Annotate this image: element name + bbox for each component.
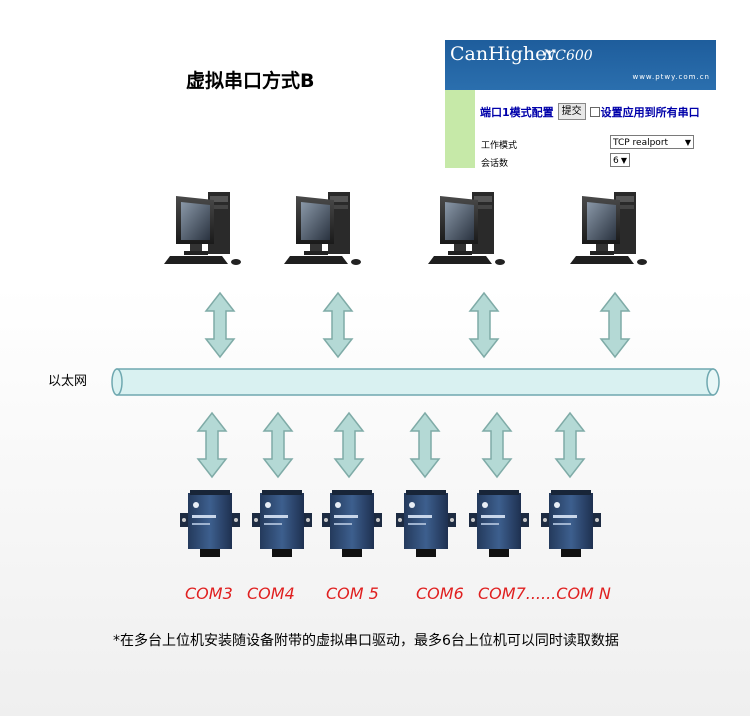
com-label: COM6 xyxy=(416,584,464,603)
device-nc601-6 xyxy=(541,490,601,557)
pc-3 xyxy=(428,192,505,265)
arrow-pc-1 xyxy=(205,292,235,358)
com-label: COM 5 xyxy=(326,584,379,603)
sessions-select[interactable]: 6 ▼ xyxy=(610,153,630,167)
footnote: *在多台上位机安装随设备附带的虚拟串口驱动，最多6台上位机可以同时读取数据 xyxy=(113,633,619,649)
chevron-down-icon: ▼ xyxy=(684,138,691,147)
apply-all-label: 设置应用到所有串口 xyxy=(600,105,700,119)
work-mode-value: TCP realport xyxy=(613,138,669,148)
work-mode-select[interactable]: TCP realport ▼ xyxy=(610,135,694,149)
arrow-pc-4 xyxy=(600,292,630,358)
pc-1 xyxy=(164,192,241,265)
device-nc601-2 xyxy=(252,490,312,557)
panel-header: CanHigher NC600 www.ptwy.com.cn xyxy=(445,40,716,90)
sessions-value: 6 xyxy=(613,156,619,166)
panel-side-strip xyxy=(445,90,475,168)
pc-2 xyxy=(284,192,361,265)
ethernet-bus xyxy=(111,368,720,396)
config-panel: CanHigher NC600 www.ptwy.com.cn 端口1模式配置 … xyxy=(445,40,716,169)
arrow-device-3 xyxy=(334,412,364,478)
pc-4 xyxy=(570,192,647,265)
device-nc601-4 xyxy=(396,490,456,557)
sessions-label: 会话数 xyxy=(481,159,509,169)
ethernet-label: 以太网 xyxy=(48,374,88,389)
arrow-pc-2 xyxy=(323,292,353,358)
arrow-device-4 xyxy=(410,412,440,478)
com-label: COM7......COM N xyxy=(478,584,611,603)
chevron-down-icon: ▼ xyxy=(620,156,627,165)
model-name: NC600 xyxy=(543,48,593,64)
com-label: COM4 xyxy=(247,584,295,603)
submit-button[interactable]: 提交 xyxy=(557,103,586,120)
arrow-device-5 xyxy=(482,412,512,478)
device-nc601-3 xyxy=(322,490,382,557)
config-row: 端口1模式配置 提交 设置应用到所有串口 xyxy=(480,103,700,120)
arrow-device-6 xyxy=(555,412,585,478)
page-title: 虚拟串口方式B xyxy=(186,70,315,92)
config-label: 端口1模式配置 xyxy=(480,105,554,119)
com-label: COM3 xyxy=(185,584,233,603)
arrow-device-2 xyxy=(263,412,293,478)
arrow-pc-3 xyxy=(469,292,499,358)
brand-logo: CanHigher xyxy=(450,43,556,65)
apply-all-checkbox[interactable] xyxy=(589,106,600,117)
work-mode-label: 工作模式 xyxy=(481,141,518,151)
device-nc601-5 xyxy=(469,490,529,557)
brand-url: www.ptwy.com.cn xyxy=(632,73,710,81)
arrow-device-1 xyxy=(197,412,227,478)
device-nc601-1 xyxy=(180,490,240,557)
